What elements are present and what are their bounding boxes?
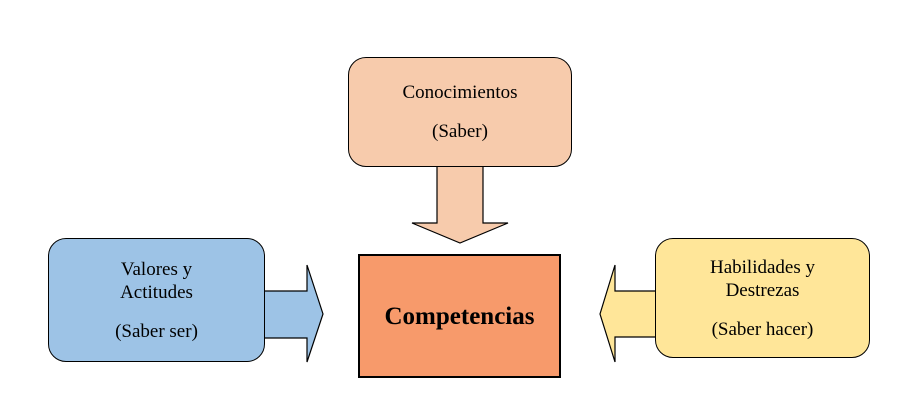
values-title-line2: Actitudes (120, 281, 193, 303)
arrow-right-from-values (263, 264, 324, 363)
values-box: Valores y Actitudes (Saber ser) (48, 238, 265, 362)
skills-box: Habilidades y Destrezas (Saber hacer) (655, 238, 870, 358)
skills-title-line2: Destrezas (725, 279, 800, 301)
competencies-box: Competencias (358, 254, 561, 378)
skills-title-line1: Habilidades y (709, 256, 815, 278)
arrow-left-from-skills (599, 264, 657, 363)
arrow-down-from-knowledge (411, 165, 509, 244)
values-subtitle: (Saber ser) (115, 320, 198, 342)
knowledge-box: Conocimientos (Saber) (348, 57, 572, 167)
knowledge-title: Conocimientos (402, 82, 518, 103)
values-title-line1: Valores y (120, 258, 193, 280)
knowledge-subtitle: (Saber) (432, 121, 488, 142)
competencies-title: Competencias (384, 302, 535, 330)
skills-subtitle: (Saber hacer) (711, 318, 814, 340)
